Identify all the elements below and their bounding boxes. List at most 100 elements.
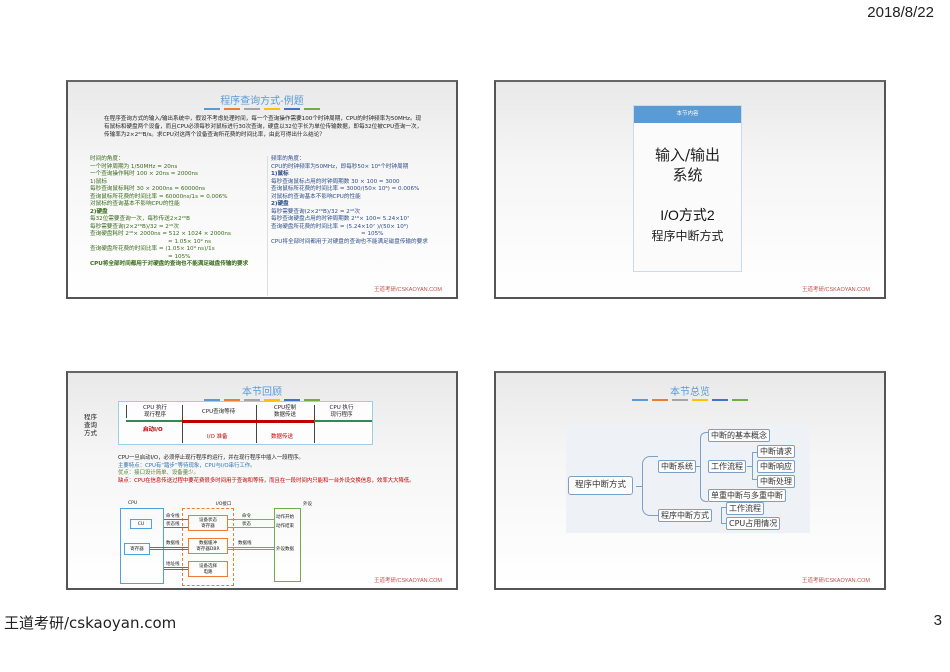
time-perspective-column: 时间的角度： 一个时钟周期为 1/50MHz = 20ns 一个查询操作耗时 1… (90, 156, 268, 296)
start-io-label: 启动I/O (143, 427, 163, 433)
line: 每秒查询硬盘占用的时钟周期数 2¹⁶× 100≈ 5.24×10⁷ (271, 216, 410, 222)
slide-thumbnail-review: 本节回顾 程序查询方式 CPU 执行 现行程序 CPU查询等待 CPU控制 数据… (66, 371, 458, 590)
arrow (228, 527, 274, 528)
arrow (228, 547, 274, 550)
mindmap-node-interrupt-mode: 程序中断方式 (658, 509, 712, 522)
cu-box: CU (130, 519, 152, 529)
line: ≈ 105% (361, 231, 384, 237)
line: 每秒查询鼠标耗时 30 × 2000ns = 60000ns (90, 186, 206, 192)
date: 2018/8/22 (867, 4, 934, 21)
desc-pros: 优点：接口设计简单、设备量少。 (118, 470, 199, 477)
register-box: 寄存器 (124, 543, 150, 555)
line: 每32位需要查询一次，每秒传送2×2²⁰B (90, 216, 190, 222)
title-decoration (68, 108, 456, 110)
cpu-box (120, 508, 164, 584)
tick (182, 405, 183, 443)
line: CPU的时钟频率为50MHz，即每秒50× 10⁶个时钟周期 (271, 163, 409, 170)
desc-line: CPU一旦启动I/O，必须停止现行程序的运行，并在现行程序中插入一段程序。 (118, 455, 304, 461)
desc-cons: 缺点：CPU在信息传送过程中要花费很多时间用于查询和等待，而且在一段时间内只能和… (118, 477, 415, 484)
line: 1)鼠标 (271, 171, 289, 177)
line: 对鼠标的查询基本不影响CPU的性能 (271, 193, 361, 200)
exec-line (126, 420, 182, 422)
chapter-title-line: 系统 (672, 166, 703, 184)
status-label: 状态 (242, 522, 251, 527)
data-line-label: 数据线 (166, 541, 180, 546)
line: 查询硬盘耗时 2¹⁶× 2000ns = 512 × 1024 × 2000ns (90, 231, 231, 237)
watermark: 王道考研/CSKAOYAN.COM (373, 287, 442, 293)
cmd-line-label: 命令线 (166, 514, 180, 519)
timeline-diagram: CPU 执行 现行程序 CPU查询等待 CPU控制 数据传送 CPU 执行 现行… (118, 401, 373, 445)
mindmap-node: 中断响应 (757, 460, 795, 473)
exec-line (314, 420, 372, 422)
mindmap-node-interrupt-system: 中断系统 (658, 460, 696, 473)
mindmap-node: 中断处理 (757, 475, 795, 488)
line: 1)鼠标 (90, 178, 107, 185)
line: 时间的角度： (90, 156, 124, 162)
io-interface-diagram: CPU I/O接口 外设 CU 寄存器 设备状态 寄存器 数据缓冲 寄存器DBR… (120, 501, 360, 587)
footer-brand: 王道考研/cskaoyan.com (4, 614, 177, 632)
wait-line (182, 420, 314, 423)
device-select-box: 设备选择 电路 (188, 561, 228, 577)
timeline-row-label: 程序查询方式 (84, 413, 97, 437)
chapter-title: 输入/输出 系统 (634, 145, 741, 185)
title-decoration (68, 399, 456, 401)
arrow (164, 567, 188, 570)
line: = 105% (168, 253, 191, 260)
line: 一个时钟周期为 1/50MHz = 20ns (90, 163, 178, 170)
title-decoration (496, 399, 884, 401)
data-transfer-label: 数据传送 (271, 434, 294, 440)
line: 2)硬盘 (90, 208, 108, 215)
frequency-perspective-column: 频率的角度： CPU的时钟频率为50MHz，即每秒50× 10⁶个时钟周期 1)… (271, 156, 451, 246)
segment-cpu-exec-2: CPU 执行 现行程序 (329, 405, 354, 418)
slide-title: 程序查询方式-例题 (220, 96, 304, 107)
segment-cpu-exec: CPU 执行 现行程序 (143, 405, 167, 418)
mindmap-node: 中断请求 (757, 445, 795, 458)
segment-cpu-wait: CPU查询等待 (201, 409, 236, 415)
line: CPU将全部时间都用于对硬盘的查询也不能满足磁盘传输的要求 (90, 261, 249, 267)
data-line-label-2: 数据线 (238, 541, 252, 546)
mindmap-node: CPU占用情况 (726, 517, 781, 530)
slide-thumbnail-contents: 本节内容 输入/输出 系统 I/O方式2 程序中断方式 王道考研/CSKAOYA… (494, 80, 886, 299)
mindmap-node: 工作流程 (726, 502, 764, 515)
dbr-box: 数据缓冲 寄存器DBR (188, 538, 228, 554)
segment-cpu-transfer: CPU控制 数据传送 (273, 405, 297, 418)
line: 查询鼠标所花费的时间比率 = 60000ns/1s = 0.006% (90, 193, 228, 200)
arrow (164, 527, 188, 528)
section-title: I/O方式2 (660, 207, 715, 223)
page-number: 3 (933, 612, 942, 629)
io-prepare-label: I/O 准备 (207, 434, 228, 440)
line: ≈ 1.05× 10⁹ ns (168, 238, 211, 245)
mindmap: 程序中断方式 中断系统 中断的基本概念 工作流程 单重中断与多重中断 中断请求 … (566, 425, 810, 533)
line: 对鼠标的查询基本不影响CPU的性能 (90, 201, 180, 207)
status-register-box: 设备状态 寄存器 (188, 515, 228, 531)
tick (314, 405, 315, 443)
arrow (164, 519, 188, 520)
contents-card: 本节内容 输入/输出 系统 I/O方式2 程序中断方式 (633, 105, 742, 272)
line: 频率的角度： (271, 156, 305, 162)
contents-header: 本节内容 (634, 106, 741, 123)
connector (752, 452, 757, 480)
slide-title: 本节回顾 (242, 387, 282, 398)
connector (700, 432, 708, 502)
line: 查询硬盘所花费的时间比率 = (1.05× 10⁹ ns)/1s (90, 246, 215, 252)
tick (256, 405, 257, 443)
watermark: 王道考研/CSKAOYAN.COM (801, 578, 870, 584)
line: 每秒查询鼠标占用的时钟周期数 30 × 100 = 3000 (271, 178, 400, 185)
action-start-label: 动作开始 (276, 515, 294, 520)
line: 每秒需要查询(2×2²⁰B)/32 = 2¹⁶次 (271, 208, 360, 215)
section-subtitle: 程序中断方式 (651, 229, 724, 243)
connector (642, 456, 658, 516)
line: 2)硬盘 (271, 201, 289, 207)
watermark: 王道考研/CSKAOYAN.COM (801, 287, 870, 293)
action-end-label: 动作结束 (276, 524, 294, 529)
arrow (150, 547, 188, 550)
interface-label: I/O接口 (216, 502, 232, 507)
cpu-label: CPU (128, 501, 138, 506)
tick (126, 405, 127, 418)
review-description: CPU一旦启动I/O，必须停止现行程序的运行，并在现行程序中插入一段程序。 主要… (118, 455, 418, 485)
desc-feature: 主要特点：CPU有“踏步”等待现象，CPU与I/O串行工作。 (118, 462, 256, 469)
watermark: 王道考研/CSKAOYAN.COM (373, 578, 442, 584)
mindmap-node: 单重中断与多重中断 (708, 489, 786, 502)
connector (747, 466, 752, 467)
line: 查询硬盘所花费的时间比率 = (5.24×10⁷ )/(50× 10⁶) (271, 223, 409, 230)
